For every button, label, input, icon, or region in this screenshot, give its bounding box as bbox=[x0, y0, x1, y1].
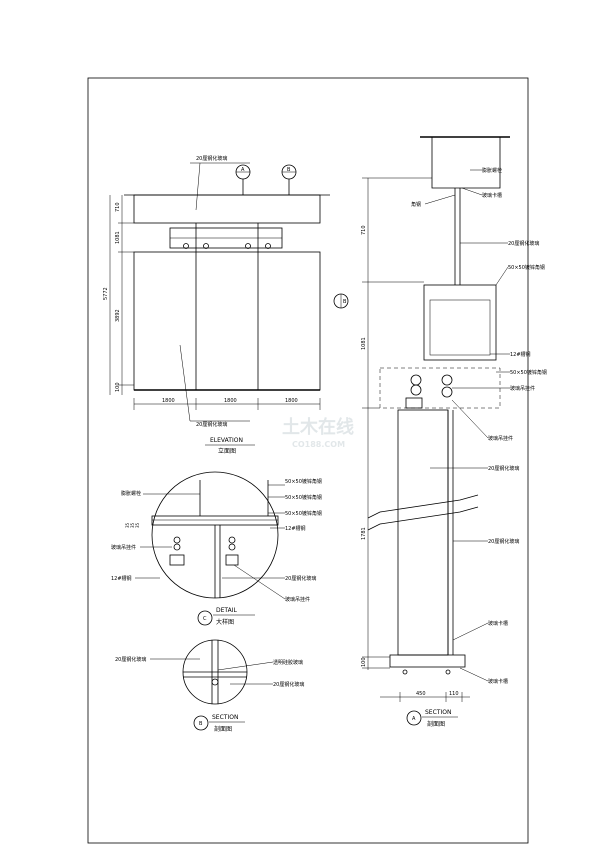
sec-a-label-7: 50×50镀锌角钢 bbox=[510, 369, 547, 376]
section-a-title-cn: 剖面图 bbox=[427, 720, 445, 728]
elevation-ceiling-band bbox=[133, 194, 321, 224]
section-a-view: 710 1081 1781 100 450 110 膨胀螺栓 玻璃卡槽 角钢 2… bbox=[361, 136, 547, 728]
elev-dim-bottom-3: 1800 bbox=[285, 398, 298, 404]
sec-a-label-2: 玻璃卡槽 bbox=[482, 192, 502, 199]
svg-text:B: B bbox=[287, 167, 291, 173]
section-a-title-en: SECTION bbox=[425, 709, 451, 716]
detail-label-left-1: 膨胀螺栓 bbox=[121, 490, 141, 497]
sec-a-label-4: 20厘钢化玻璃 bbox=[508, 240, 539, 247]
detail-label-right-6: 玻璃吊挂件 bbox=[285, 596, 310, 603]
section-b-marker: B bbox=[193, 715, 209, 731]
elev-dim-2: 1081 bbox=[115, 231, 121, 244]
sec-a-dim-4: 100 bbox=[361, 657, 367, 667]
elev-marker-b: B bbox=[281, 164, 297, 195]
detail-marker: C bbox=[197, 610, 213, 626]
section-a-glass-panel bbox=[397, 409, 449, 656]
sec-a-dim-bottom-1: 450 bbox=[416, 691, 426, 697]
sec-a-label-5: 50×50镀锌角钢 bbox=[508, 264, 545, 271]
detail-label-right-4: 12#槽钢 bbox=[285, 525, 306, 532]
sec-a-label-11: 20厘钢化玻璃 bbox=[488, 538, 519, 545]
detail-dim-2: 35 bbox=[130, 522, 135, 528]
svg-text:C: C bbox=[203, 616, 207, 622]
elevation-hangers bbox=[183, 243, 271, 249]
svg-text:B: B bbox=[343, 299, 347, 305]
watermark: 土木在线 CO188.COM bbox=[282, 416, 354, 449]
detail-label-right-5: 20厘钢化玻璃 bbox=[285, 575, 316, 582]
detail-title-en: DETAIL bbox=[216, 607, 237, 614]
sec-a-label-3: 角钢 bbox=[411, 201, 421, 208]
sec-a-dim-1: 710 bbox=[361, 225, 367, 235]
detail-label-right-3: 50×50镀锌角钢 bbox=[285, 510, 322, 517]
elev-dim-3: 3892 bbox=[115, 309, 121, 322]
sec-a-label-12: 玻璃卡槽 bbox=[488, 620, 508, 627]
detail-label-left-2: 玻璃吊挂件 bbox=[111, 544, 136, 551]
sec-a-label-10: 20厘钢化玻璃 bbox=[488, 465, 519, 472]
svg-text:A: A bbox=[241, 167, 245, 173]
detail-view: 膨胀螺栓 玻璃吊挂件 12#槽钢 50×50镀锌角钢 50×50镀锌角钢 50×… bbox=[111, 471, 322, 626]
section-b-title-en: SECTION bbox=[212, 714, 238, 721]
sec-a-dim-bottom-2: 110 bbox=[449, 691, 459, 697]
sec-a-label-6: 12#槽钢 bbox=[510, 351, 531, 358]
svg-text:A: A bbox=[412, 716, 416, 722]
section-a-marker: A bbox=[406, 710, 422, 726]
svg-text:CO188.COM: CO188.COM bbox=[292, 440, 345, 449]
elev-title-cn: 立面图 bbox=[218, 447, 236, 455]
elev-marker-b-right: B bbox=[333, 293, 349, 309]
detail-label-right-1: 50×50镀锌角钢 bbox=[285, 478, 322, 485]
elev-dim-bottom-1: 1800 bbox=[162, 398, 175, 404]
drawing-border bbox=[87, 77, 529, 844]
elev-dim-total: 5772 bbox=[103, 287, 109, 300]
sec-a-label-8: 玻璃吊挂件 bbox=[510, 385, 535, 392]
elevation-view: 710 1081 3892 100 5772 1800 1800 1800 20… bbox=[103, 155, 349, 455]
detail-label-left-3: 12#槽钢 bbox=[111, 575, 132, 582]
detail-dim-3: 35 bbox=[135, 522, 140, 528]
sec-a-label-1: 膨胀螺栓 bbox=[482, 167, 502, 174]
detail-title-cn: 大样图 bbox=[216, 618, 234, 626]
sec-a-label-9: 玻璃吊挂件 bbox=[488, 435, 513, 442]
section-b-label-left: 20厘钢化玻璃 bbox=[115, 656, 146, 663]
elev-dim-bottom-2: 1800 bbox=[224, 398, 237, 404]
sec-a-dim-3: 1781 bbox=[361, 527, 367, 540]
section-b-label-right-top: 透明硅胶玻璃 bbox=[273, 659, 303, 666]
section-a-steel-box bbox=[423, 284, 497, 361]
elev-marker-a: A bbox=[235, 164, 251, 195]
elev-label-bottom: 20厘钢化玻璃 bbox=[196, 421, 227, 428]
svg-text:土木在线: 土木在线 bbox=[282, 416, 354, 438]
detail-label-right-2: 50×50镀锌角钢 bbox=[285, 494, 322, 501]
section-a-top-slab bbox=[431, 136, 501, 189]
svg-text:B: B bbox=[199, 721, 203, 727]
elev-dim-1: 710 bbox=[115, 202, 121, 212]
elevation-glass-panels bbox=[133, 251, 321, 391]
elev-title-en: ELEVATION bbox=[210, 437, 243, 444]
section-a-base bbox=[389, 654, 466, 668]
elev-dim-4: 100 bbox=[115, 382, 121, 392]
detail-dim-1: 35 bbox=[125, 522, 130, 528]
elev-label-top: 20厘钢化玻璃 bbox=[196, 155, 227, 162]
section-b-label-right-bottom: 20厘钢化玻璃 bbox=[273, 681, 304, 688]
section-b-view: 20厘钢化玻璃 透明硅胶玻璃 20厘钢化玻璃 B SECTION 剖面图 bbox=[115, 639, 304, 733]
section-b-title-cn: 剖面图 bbox=[214, 725, 232, 733]
sec-a-dim-2: 1081 bbox=[361, 337, 367, 350]
sec-a-label-13: 玻璃卡槽 bbox=[488, 678, 508, 685]
